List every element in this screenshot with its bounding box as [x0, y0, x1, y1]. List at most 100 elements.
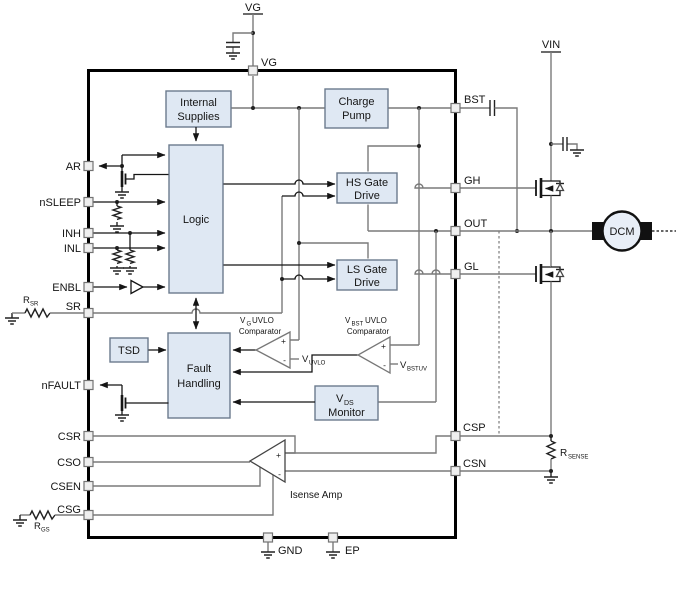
amplifier-icon	[248, 438, 286, 484]
internal-supplies-line1: Internal	[180, 97, 217, 109]
rsense-sub: SENSE	[568, 455, 588, 461]
pin-ep	[327, 532, 339, 543]
pin-csg	[83, 509, 94, 521]
comparator-vbst-uvlo: + - V BST UVLO Comparator V BSTUV	[345, 316, 427, 375]
isense-plus: +	[276, 450, 281, 460]
ground-icon	[110, 225, 124, 233]
pin-label-gl: GL	[464, 261, 479, 273]
pin-sr	[83, 307, 94, 319]
motor-terminal	[639, 222, 652, 240]
vg-supply: VG	[226, 2, 263, 108]
rgs-sub: GS	[41, 528, 50, 534]
input-inl	[93, 244, 166, 275]
bst-bootstrap	[459, 100, 519, 233]
vuvlo-sub: UVLO	[309, 361, 326, 367]
mosfet-low-side	[414, 231, 565, 436]
vbst-uvlo-title-main: V	[345, 316, 351, 325]
pin-ar	[83, 160, 94, 172]
pin-label-inl: INL	[64, 243, 81, 255]
vg-uvlo-title-sub: G	[247, 322, 252, 328]
net-vg	[231, 106, 369, 341]
net-rgs: R GS	[13, 509, 84, 534]
vbstuv-main: V	[400, 360, 407, 371]
vg-uvlo-plus: +	[281, 336, 286, 346]
vbst-uvlo-plus: +	[381, 341, 386, 351]
block-tsd: TSD	[109, 337, 149, 363]
vbstuv-sub: BSTUV	[407, 367, 427, 373]
capacitor-icon	[562, 137, 568, 151]
mosfet-high-side	[414, 178, 565, 231]
pin-csr	[83, 430, 94, 442]
vbst-uvlo-title-sub: BST	[352, 322, 364, 328]
tsd-label: TSD	[118, 345, 140, 357]
ground-icon	[570, 149, 584, 157]
ground-icon	[110, 267, 124, 275]
pin-csn	[450, 465, 461, 477]
vds-line2: Monitor	[328, 407, 365, 419]
pin-label-nfault: nFAULT	[41, 380, 81, 392]
pin-label-csg: CSG	[57, 504, 81, 516]
pin-label-sr: SR	[66, 301, 81, 313]
pin-vg	[247, 65, 259, 76]
pin-nsleep	[83, 196, 94, 208]
isense-minus: -	[278, 469, 281, 479]
ground-icon	[13, 519, 27, 527]
ground-icon	[123, 267, 137, 275]
vbst-uvlo-minus: -	[383, 360, 386, 370]
ground-icon	[5, 317, 19, 325]
ground-icon	[115, 414, 129, 422]
pin-inh	[83, 227, 94, 239]
block-logic: Logic	[168, 144, 224, 294]
block-hs-gate-drive: HS Gate Drive	[336, 172, 398, 204]
net-out-sense	[367, 204, 451, 403]
ground-icon	[115, 191, 129, 199]
ground-icon	[326, 551, 340, 559]
ground-icon	[544, 476, 558, 484]
rsense-main: R	[560, 448, 567, 459]
pin-label-csp: CSP	[463, 422, 486, 434]
mosfet-nfault-icon	[115, 385, 169, 422]
buffer-icon	[130, 279, 145, 295]
motor-dcm: DCM	[592, 210, 676, 252]
capacitor-icon	[226, 41, 240, 48]
ground-icon	[226, 52, 240, 60]
block-charge-pump: Charge Pump	[324, 88, 389, 129]
block-ls-gate-drive: LS Gate Drive	[336, 259, 398, 291]
pin-gnd	[262, 532, 274, 543]
input-nsleep	[93, 198, 166, 233]
vbst-uvlo-title2: Comparator	[347, 327, 390, 336]
body-diode-icon	[555, 268, 565, 278]
pin-label-ep: EP	[345, 545, 360, 557]
block-fault-handling: Fault Handling	[167, 332, 231, 419]
vin-supply-label: VIN	[542, 39, 560, 51]
resistor-icon	[123, 249, 137, 265]
ground-icon	[261, 551, 275, 559]
input-inh	[93, 229, 166, 275]
resistor-rsense-icon	[545, 436, 557, 460]
vds-sub: DS	[344, 400, 354, 407]
net-rsense: R SENSE	[459, 434, 588, 484]
vg-uvlo-title2: Comparator	[239, 327, 282, 336]
body-diode-icon	[555, 182, 565, 192]
capacitor-icon	[489, 100, 496, 116]
motor-icon	[601, 210, 643, 252]
charge-pump-line1: Charge	[338, 96, 374, 108]
comparator-vg-uvlo: + - V G UVLO Comparator V UVLO	[239, 316, 326, 370]
fault-signals	[148, 346, 358, 406]
vg-uvlo-title-rest: UVLO	[252, 316, 274, 325]
vg-uvlo-title-main: V	[240, 316, 246, 325]
vg-cap-wire	[232, 32, 253, 53]
pin-label-ar: AR	[66, 161, 81, 173]
fault-line1: Fault	[187, 363, 211, 375]
vg-uvlo-minus: -	[283, 355, 286, 365]
comparator-icon	[356, 335, 391, 375]
pin-label-inh: INH	[62, 228, 81, 240]
logic-signals	[192, 127, 336, 330]
block-internal-supplies: Internal Supplies	[165, 90, 232, 128]
hs-gate-line2: Drive	[354, 190, 380, 202]
pin-enbl	[83, 281, 94, 293]
pin-label-gnd: GND	[278, 545, 303, 557]
motor-label: DCM	[609, 226, 634, 238]
